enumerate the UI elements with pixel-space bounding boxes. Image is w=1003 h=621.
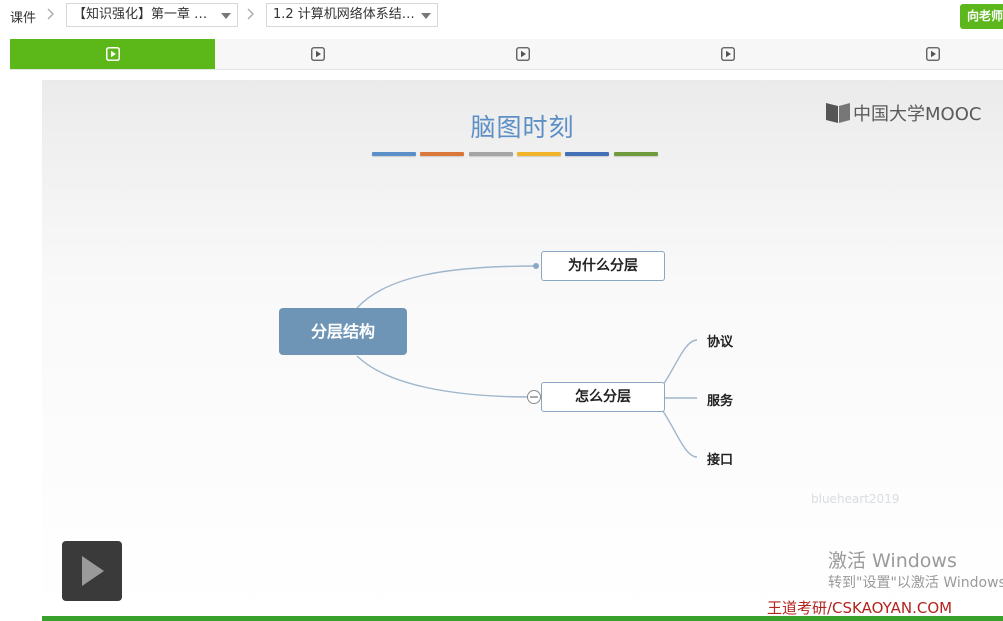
tab-video-4[interactable] <box>625 39 830 69</box>
mindmap-root-node: 分层结构 <box>279 308 407 355</box>
play-button[interactable] <box>62 541 122 601</box>
chevron-down-icon <box>421 13 431 19</box>
play-icon <box>925 47 940 61</box>
mindmap-node-why: 为什么分层 <box>541 251 665 281</box>
user-watermark: blueheart2019 <box>811 492 900 506</box>
tab-video-1[interactable] <box>10 39 215 69</box>
ask-teacher-button[interactable]: 向老师 <box>960 4 1003 29</box>
breadcrumb-courseware[interactable]: 课件 <box>10 11 37 26</box>
chapter-select[interactable]: 【知识强化】第一章 … <box>66 3 238 27</box>
windows-activation-title: 激活 Windows <box>828 550 957 572</box>
mindmap-node-how: 怎么分层 <box>541 382 665 412</box>
title-underline-segment <box>614 152 658 156</box>
mooc-logo-text: 中国大学MOOC <box>853 104 982 125</box>
video-progress-bar[interactable] <box>42 616 1003 621</box>
play-icon <box>720 47 735 61</box>
mindmap-connectors <box>356 263 698 458</box>
title-underline-segment <box>372 152 416 156</box>
tab-video-2[interactable] <box>215 39 420 69</box>
site-watermark: 王道考研/CSKAOYAN.COM <box>767 599 953 617</box>
chapter-select-value: 【知识强化】第一章 … <box>73 7 208 22</box>
mindmap-leaf-interface: 接口 <box>707 453 734 468</box>
unit-tab-strip <box>10 39 1003 70</box>
lesson-select-value: 1.2 计算机网络体系结… <box>273 7 415 22</box>
title-underline-segment <box>565 152 609 156</box>
windows-activation-subtitle: 转到"设置"以激活 Windows。 <box>828 575 1003 591</box>
title-underline-segment <box>469 152 513 156</box>
chevron-down-icon <box>221 13 231 19</box>
play-icon <box>105 47 120 61</box>
lesson-select[interactable]: 1.2 计算机网络体系结… <box>266 3 438 27</box>
mooc-logo-icon <box>826 103 850 123</box>
slide-title: 脑图时刻 <box>470 113 575 142</box>
play-icon <box>82 556 104 586</box>
chevron-right-icon <box>247 8 255 20</box>
title-underline-segment <box>420 152 464 156</box>
mindmap-leaf-protocol: 协议 <box>707 335 734 350</box>
video-player[interactable]: 脑图时刻 中国大学MOOC 分层结构 为什么分层 怎么分层 协议 服务 接口 b… <box>42 80 1003 618</box>
play-icon <box>310 47 325 61</box>
tab-video-3[interactable] <box>420 39 625 69</box>
mindmap-leaf-service: 服务 <box>707 394 734 409</box>
title-underline-segment <box>517 152 561 156</box>
play-icon <box>515 47 530 61</box>
breadcrumb: 课件 【知识强化】第一章 … 1.2 计算机网络体系结… 向老师 <box>0 0 1003 33</box>
chevron-right-icon <box>47 8 55 20</box>
tab-video-5[interactable] <box>830 39 1003 69</box>
